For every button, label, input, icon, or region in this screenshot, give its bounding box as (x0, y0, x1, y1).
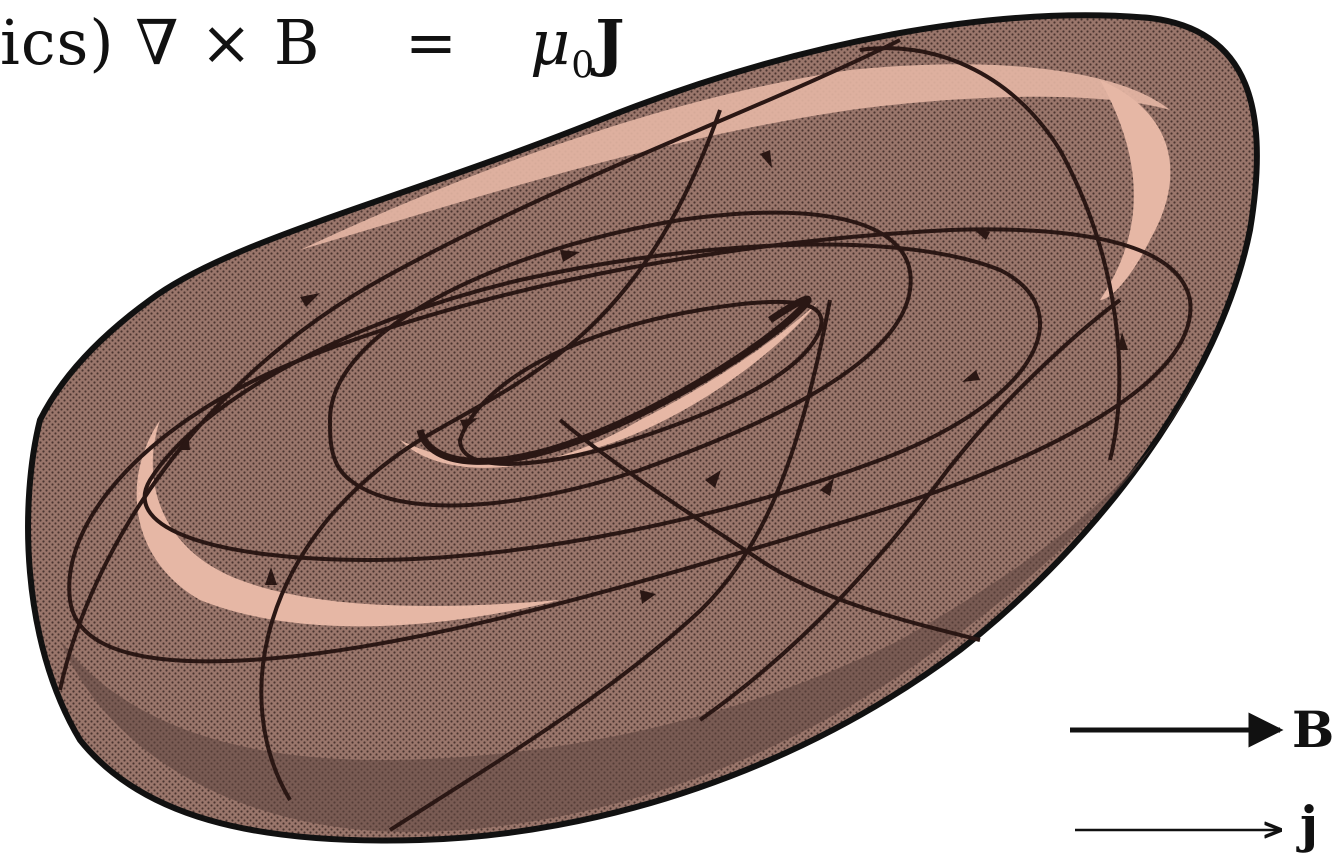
field-arrowheads (180, 150, 1128, 604)
field-line-cross-1 (58, 38, 901, 691)
equation-vector: J (595, 6, 626, 79)
highlight-band-top (300, 64, 1170, 250)
field-arrow-8 (962, 370, 980, 382)
equation-operator: = (405, 6, 458, 79)
legend-label-B: B (1292, 700, 1335, 759)
equation-mu: μ (530, 6, 572, 79)
field-arrow-9 (1118, 332, 1128, 350)
highlight-band-right (1100, 80, 1171, 300)
field-line-mid (142, 242, 1042, 563)
legend-label-j: j (1300, 795, 1319, 854)
field-line-cross-3 (388, 299, 832, 832)
field-line-cross-5 (859, 46, 1122, 461)
field-line-cross-4 (698, 298, 1122, 722)
highlight-band-left (136, 420, 560, 627)
field-arrow-5 (265, 567, 277, 585)
field-arrow-2 (560, 250, 580, 262)
field-line-cross-6 (558, 418, 981, 642)
equation-rhs: μ0J (530, 6, 626, 86)
field-line-cross-2 (259, 109, 722, 802)
equation-subscript: 0 (571, 45, 596, 87)
field-line-inner-1 (327, 210, 913, 508)
field-arrow-6 (705, 470, 721, 488)
field-lines (58, 38, 1193, 832)
field-arrow-3 (972, 228, 990, 240)
field-arrow-4 (180, 432, 190, 450)
field-line-core (416, 295, 812, 465)
field-arrow-7 (820, 478, 834, 496)
equation-lhs: ics) ∇ × B (0, 6, 321, 79)
field-arrow-11 (760, 150, 772, 168)
blob-shadow (60, 370, 1200, 833)
field-arrow-10 (640, 590, 656, 604)
field-arrow-1 (300, 293, 320, 307)
field-arrow-12 (460, 418, 478, 430)
